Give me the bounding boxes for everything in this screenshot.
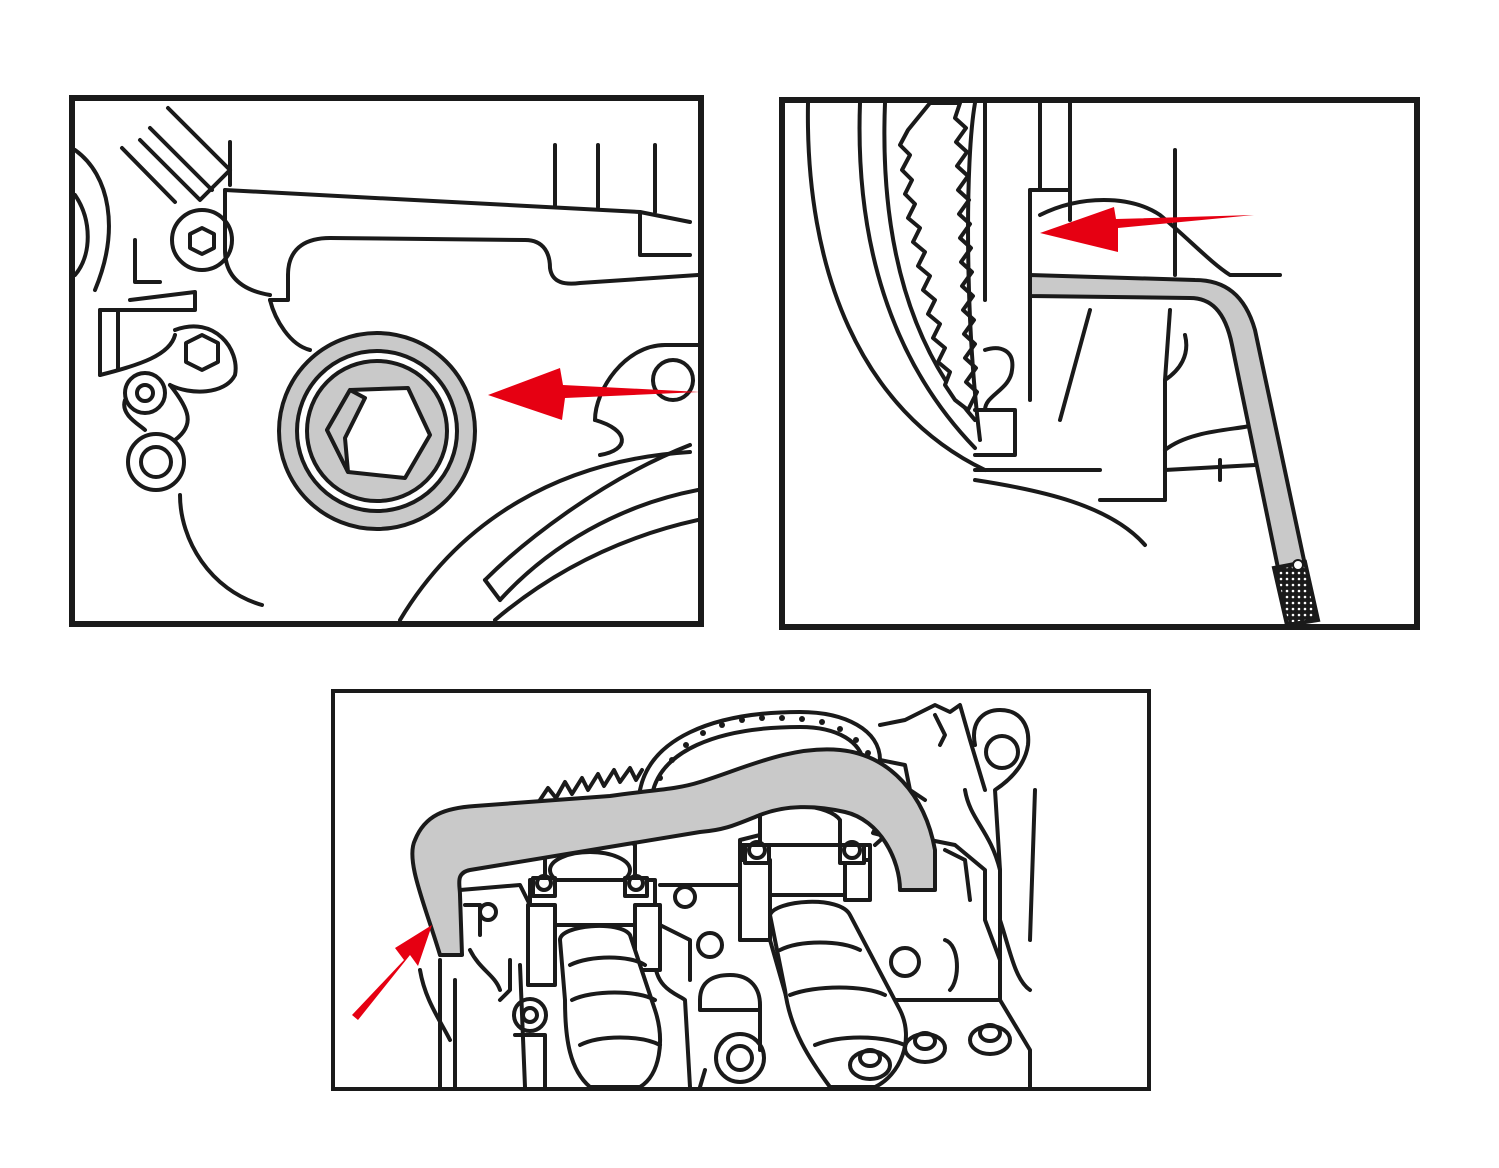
engine-casing-drawing bbox=[75, 106, 698, 621]
panel-bottom bbox=[331, 689, 1151, 1091]
red-arrow-2 bbox=[1040, 207, 1254, 252]
gear-teeth bbox=[898, 103, 979, 412]
torx-bolt bbox=[838, 840, 866, 865]
panel-frame-top-left bbox=[69, 95, 704, 627]
camshaft-right bbox=[738, 803, 908, 1089]
red-arrow-1 bbox=[488, 368, 700, 420]
torx-bolt bbox=[743, 840, 771, 865]
red-arrow-3 bbox=[352, 925, 432, 1020]
locking-pin bbox=[1028, 273, 1321, 628]
torx-bolt-row bbox=[848, 1023, 1012, 1081]
panel-top-right bbox=[779, 97, 1420, 630]
knurled-grip bbox=[1271, 559, 1321, 628]
timing-chain bbox=[638, 710, 882, 797]
panel-frame-bottom bbox=[331, 689, 1151, 1091]
panel-frame-top-right bbox=[779, 97, 1420, 630]
torx-bolt bbox=[531, 874, 557, 898]
torx-bolt bbox=[623, 874, 649, 898]
drain-plug bbox=[277, 331, 477, 531]
camshaft-alignment-tool bbox=[410, 747, 937, 957]
panel-top-left bbox=[69, 95, 704, 627]
camshaft-left bbox=[526, 835, 662, 1089]
flywheel-drawing bbox=[805, 103, 1282, 547]
camshaft-drawing bbox=[418, 703, 1037, 1087]
